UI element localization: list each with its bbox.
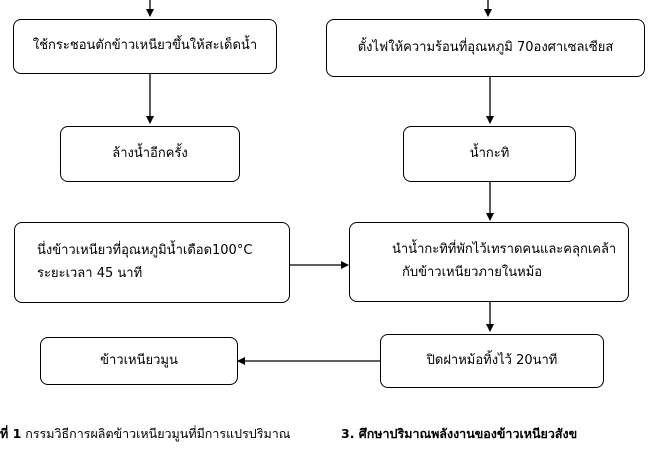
step-steam-label-line2: ระยะเวลา 45 นาที <box>37 265 143 281</box>
step-coconut-milk-box: น้ำกะทิ <box>403 126 576 182</box>
step-coconut-milk-label: น้ำกะทิ <box>469 145 510 161</box>
step-steam-box: นึ่งข้าวเหนียวที่อุณหภูมิน้ำเดือด100°C ร… <box>14 222 290 303</box>
section-heading: 3. ศึกษาปริมาณพลังงานของข้าวเหนียวสังข <box>341 424 577 444</box>
step-mix-box: นำน้ำกะทิที่พักไว้เทราดคนและคลุกเคล้า กั… <box>349 222 629 302</box>
step-heat-label: ตั้งไฟให้ความร้อนที่อุณหภูมิ 70องศาเซลเซ… <box>357 39 614 55</box>
figure-caption: ที่ 1 กรรมวิธีการผลิตข้าวเหนียวมูนที่มีก… <box>0 424 290 444</box>
result-label: ข้าวเหนียวมูน <box>100 352 178 368</box>
step-heat-box: ตั้งไฟให้ความร้อนที่อุณหภูมิ 70องศาเซลเซ… <box>326 19 645 77</box>
result-box: ข้าวเหนียวมูน <box>40 337 238 385</box>
step-rinse-box: ล้างน้ำอีกครั้ง <box>60 126 240 182</box>
figure-caption-text: กรรมวิธีการผลิตข้าวเหนียวมูนที่มีการแปรป… <box>21 426 291 441</box>
step-mix-label-line1: นำน้ำกะทิที่พักไว้เทราดคนและคลุกเคล้า <box>392 242 617 258</box>
step-scoop-drain-box: ใช้กระชอนตักข้าวเหนียวขึ้นให้สะเด็ดน้ำ <box>13 19 277 74</box>
step-rinse-label: ล้างน้ำอีกครั้ง <box>112 145 188 161</box>
step-scoop-drain-label: ใช้กระชอนตักข้าวเหนียวขึ้นให้สะเด็ดน้ำ <box>32 38 258 54</box>
step-mix-label-line2: กับข้าวเหนียวภายในหม้อ <box>402 265 543 280</box>
step-rest-box: ปิดฝาหม้อทิ้งไว้ 20นาที <box>380 334 604 388</box>
figure-caption-number: ที่ 1 <box>0 426 22 441</box>
section-heading-text: 3. ศึกษาปริมาณพลังงานของข้าวเหนียวสังข <box>341 426 578 441</box>
step-steam-label-line1: นึ่งข้าวเหนียวที่อุณหภูมิน้ำเดือด100°C <box>37 242 253 258</box>
step-rest-label: ปิดฝาหม้อทิ้งไว้ 20นาที <box>426 352 558 368</box>
